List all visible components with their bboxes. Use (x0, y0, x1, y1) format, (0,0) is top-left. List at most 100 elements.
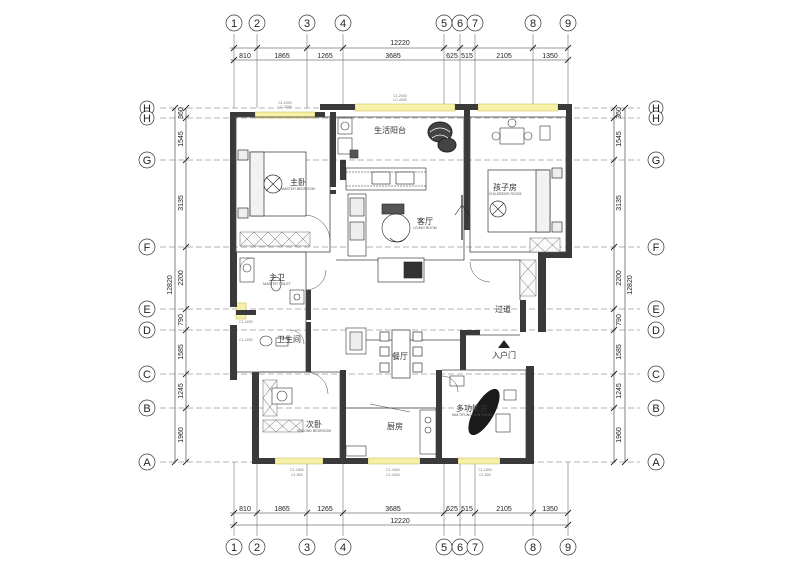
axis-bubbles-right (647, 100, 665, 471)
window-tag: C1-800 (479, 473, 491, 477)
right-dim: 1960 (616, 427, 623, 443)
axis-label: 7 (472, 18, 478, 30)
bottom-dim: 810 (239, 506, 251, 513)
bottom-dim: 1865 (274, 506, 290, 513)
axis-label: H (652, 113, 660, 125)
wardrobes (239, 231, 561, 433)
window-tag: C1-1600 (386, 473, 399, 477)
total-height-right: 12820 (627, 275, 634, 295)
top-dimensions: 12220 810 1865 1265 3685 625 515 2105 13… (239, 40, 558, 60)
kids-label: 孩子房 (493, 182, 517, 192)
master-bath-label: 主卫 (269, 272, 285, 282)
axis-bubbles-top (225, 14, 577, 32)
bottom-dim: 3685 (385, 506, 401, 513)
window-tag: C1-1600 (239, 338, 252, 342)
top-dim: 1865 (274, 53, 290, 60)
axis-label: A (652, 457, 660, 469)
living-tv (454, 195, 470, 240)
axis-label: H (652, 103, 660, 115)
axis-labels-bottom: 1 2 3 4 5 6 7 8 9 (231, 542, 571, 554)
left-dim: 790 (178, 314, 185, 326)
axis-label: 3 (304, 18, 310, 30)
axis-label: 4 (340, 18, 346, 30)
total-width-top: 12220 (390, 40, 410, 47)
top-dim: 625 (446, 53, 458, 60)
left-dimensions: 360 1545 3135 2200 790 1585 1245 1960 12… (167, 107, 185, 443)
balcony-appliances (337, 117, 359, 159)
multifunction-chaise (449, 375, 517, 436)
dimension-lines (174, 47, 626, 526)
axis-label: 6 (457, 542, 463, 554)
window (367, 457, 421, 465)
axis-bubbles-left (138, 100, 156, 471)
axis-label: E (652, 304, 659, 316)
door-swings (239, 214, 491, 413)
master-bath-fixtures (239, 257, 305, 347)
kids-bed (487, 167, 563, 233)
multifunction-label: 多功能房 (456, 403, 488, 413)
axis-label: 2 (254, 18, 260, 30)
window-tag: C1-800 (291, 473, 303, 477)
second-bedroom-chair (271, 387, 293, 405)
axis-label: H (143, 113, 151, 125)
top-dim: 3685 (385, 53, 401, 60)
axis-label: F (653, 242, 660, 254)
right-dim: 360 (616, 107, 623, 119)
multifunction-sublabel: MULTIFUNCTION ROOM (452, 413, 492, 417)
window (477, 103, 559, 112)
bottom-dim: 2105 (496, 506, 512, 513)
right-dim: 1585 (616, 344, 623, 360)
bottom-dim: 1350 (542, 506, 558, 513)
axis-label: G (652, 155, 661, 167)
right-dim: 790 (616, 314, 623, 326)
window (274, 457, 324, 465)
axis-labels-top: 1 2 3 4 5 6 7 8 9 (231, 18, 571, 30)
left-dim: 1245 (178, 383, 185, 399)
left-dim: 1585 (178, 344, 185, 360)
right-dim: 1245 (616, 383, 623, 399)
window-tag: C1-2000 (278, 101, 291, 105)
axis-label: 8 (530, 542, 536, 554)
living-sublabel: LIVING ROOM (413, 226, 436, 230)
bath-label: 卫生间 (277, 334, 301, 344)
axis-label: D (652, 325, 660, 337)
left-dim: 1545 (178, 131, 185, 147)
window-tag: C1-1600 (386, 468, 399, 472)
master-sublabel: MASTER BEDROOM (281, 187, 315, 191)
top-dim: 1265 (317, 53, 333, 60)
top-dim: 810 (239, 53, 251, 60)
window-tag: LC-4000 (278, 105, 291, 109)
axis-labels-left: H H G F E D C B A (143, 103, 152, 469)
axis-label: C (652, 369, 660, 381)
master-label: 主卧 (290, 177, 306, 187)
axis-bubbles-bottom (225, 538, 577, 556)
total-height-left: 12820 (167, 275, 174, 295)
living-label: 客厅 (417, 216, 433, 226)
left-dim: 360 (178, 107, 185, 119)
balcony-chairs (427, 121, 457, 153)
second-bedroom-label: 次卧 (306, 419, 322, 429)
axis-label: 5 (441, 542, 447, 554)
right-dim: 3135 (616, 195, 623, 211)
axis-label: 7 (472, 542, 478, 554)
right-dim: 1545 (616, 131, 623, 147)
kitchen-label: 厨房 (387, 421, 403, 431)
window-tag: C1-1800 (478, 468, 491, 472)
axis-label: 9 (565, 542, 571, 554)
total-width-bottom: 12220 (390, 518, 410, 525)
axis-label: D (143, 325, 151, 337)
left-dim: 2200 (178, 270, 185, 286)
axis-label: 8 (530, 18, 536, 30)
axis-label: F (144, 242, 151, 254)
master-bath-sublabel: MASTER TOILET (263, 282, 292, 286)
axis-label: 5 (441, 18, 447, 30)
axis-label: 1 (231, 542, 237, 554)
window (354, 103, 456, 112)
window-tags: C1-2000 LC-4000 C1-2000 LC-4000 C1-1600 … (239, 94, 491, 477)
interior-lines (235, 116, 567, 458)
axis-label: C (143, 369, 151, 381)
axis-label: G (143, 155, 152, 167)
master-bed (237, 149, 307, 219)
kids-sublabel: CHILDREN'S ROOM (489, 192, 522, 196)
right-dim: 2200 (616, 270, 623, 286)
